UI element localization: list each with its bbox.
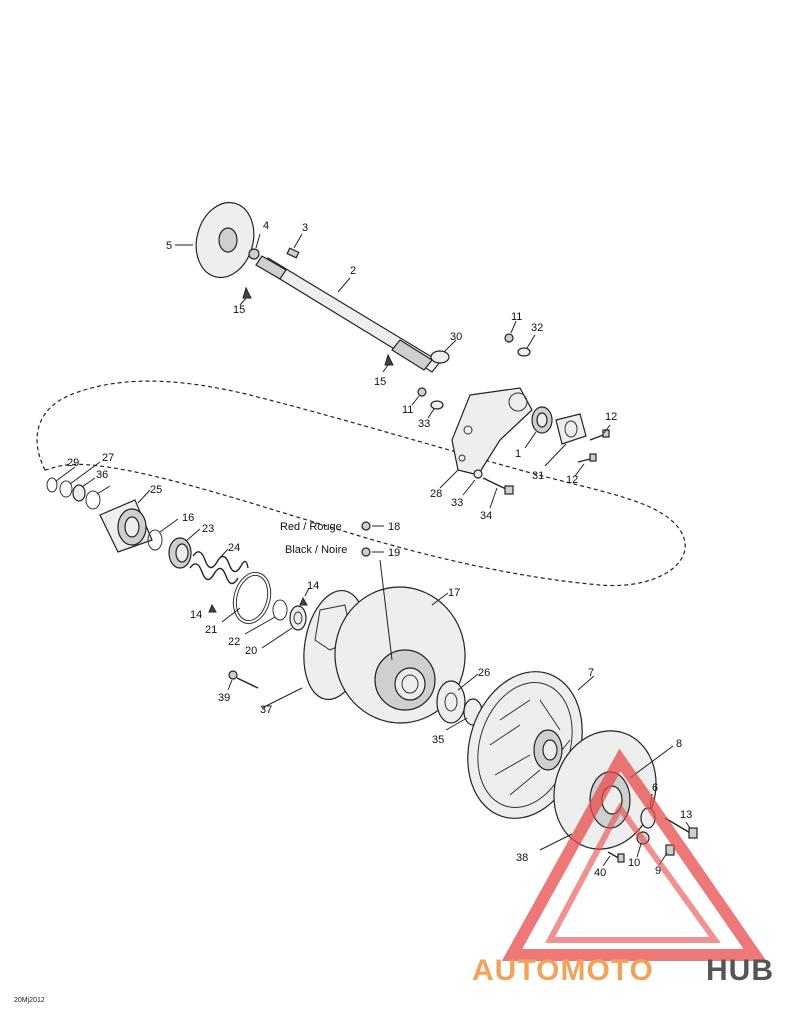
callout-label: 20: [245, 645, 257, 657]
washer-bolt-bracket: [462, 469, 514, 509]
callout-label: 6: [652, 782, 658, 794]
watermark-logo: AUTOMOTO HUB: [472, 748, 774, 987]
bushing-part: [261, 605, 307, 649]
callout-label: 19: [388, 547, 400, 559]
callout-label: 36: [96, 469, 108, 481]
washer-part: [430, 339, 457, 364]
callout-label: 27: [102, 452, 114, 464]
callout-label: 33: [451, 497, 463, 509]
fixed-sheave-part: [467, 671, 595, 819]
callout-label: 30: [450, 331, 462, 343]
callout-label: 34: [480, 510, 492, 522]
sleeve-bearing-part: [168, 528, 201, 569]
callout-label: 3: [302, 222, 308, 234]
callout-label: 2: [350, 265, 356, 277]
key-pin-part: [286, 233, 303, 259]
black-note-label: Black / Noire: [285, 544, 347, 556]
callout-label: 5: [166, 240, 172, 252]
callout-label: 33: [418, 418, 430, 430]
callout-label: 24: [228, 542, 240, 554]
callout-label: 38: [516, 852, 528, 864]
callout-label: 4: [263, 220, 269, 232]
drive-belt-outline: [36, 380, 686, 587]
callout-label: 9: [655, 865, 661, 877]
watermark-text-2: HUB: [706, 954, 774, 987]
nut-washer-upper: [504, 320, 536, 357]
callout-label: 10: [628, 857, 640, 869]
bearing-flange-part: [544, 413, 587, 467]
callout-label: 12: [605, 411, 617, 423]
callout-label: 26: [478, 667, 490, 679]
callout-labels: 1 2 3 4 5 6 7 8 9 10 11 11 12 12 13 14 1…: [67, 220, 692, 879]
callout-label: 31: [532, 470, 544, 482]
callout-label: 15: [233, 304, 245, 316]
red-note-label: Red / Rouge: [280, 521, 342, 533]
callout-label: 7: [588, 667, 594, 679]
callout-label: 8: [676, 738, 682, 750]
callout-label: 13: [680, 809, 692, 821]
callout-label: 23: [202, 523, 214, 535]
callout-label: 32: [531, 322, 543, 334]
callout-label: 1: [515, 448, 521, 460]
spacer-washer-part: [436, 673, 479, 724]
watermark-text-1: AUTOMOTO: [472, 954, 654, 987]
o-ring-part: [147, 518, 179, 551]
callout-label: 40: [594, 867, 606, 879]
retaining-ring-stack: [46, 461, 111, 510]
sheave-plate-part: [175, 201, 255, 279]
callout-label: 16: [182, 512, 194, 524]
seal-ring-part: [244, 599, 288, 635]
callout-label: 37: [260, 704, 272, 716]
movable-sheave-part: [334, 586, 466, 724]
callout-label: 35: [432, 734, 444, 746]
screw-part: [227, 670, 259, 691]
callout-label: 22: [228, 636, 240, 648]
callout-label: 39: [218, 692, 230, 704]
cone-part: [239, 286, 394, 373]
small-nut-part: [248, 233, 261, 260]
callout-label: 28: [430, 488, 442, 500]
drawing-reference: 20Mj2012: [14, 997, 45, 1004]
large-ring-part: [221, 571, 272, 625]
callout-label: 15: [374, 376, 386, 388]
bearing-bracket-part: [439, 387, 533, 489]
nut-washer-lower: [411, 387, 444, 419]
callout-label: 12: [566, 474, 578, 486]
callout-label: 11: [511, 311, 522, 323]
cam-hub-part: [99, 489, 153, 553]
callout-label: 21: [205, 624, 217, 636]
bolt-part: [574, 424, 611, 477]
callout-label: 18: [388, 521, 400, 533]
callout-label: 14: [307, 580, 319, 592]
drive-shaft-part: [255, 255, 441, 373]
spring-part: [189, 548, 249, 585]
screw-40-lower-part: [602, 851, 625, 867]
callout-label: 29: [67, 457, 79, 469]
callout-label: 14: [190, 609, 202, 621]
bolt-13-part: [664, 817, 698, 839]
callout-label: 25: [150, 484, 162, 496]
callout-label: 11: [402, 404, 413, 416]
callout-label: 17: [448, 587, 460, 599]
bearing-part: [524, 406, 553, 449]
pin-part: [361, 521, 393, 661]
small-cone-part: [208, 587, 310, 613]
